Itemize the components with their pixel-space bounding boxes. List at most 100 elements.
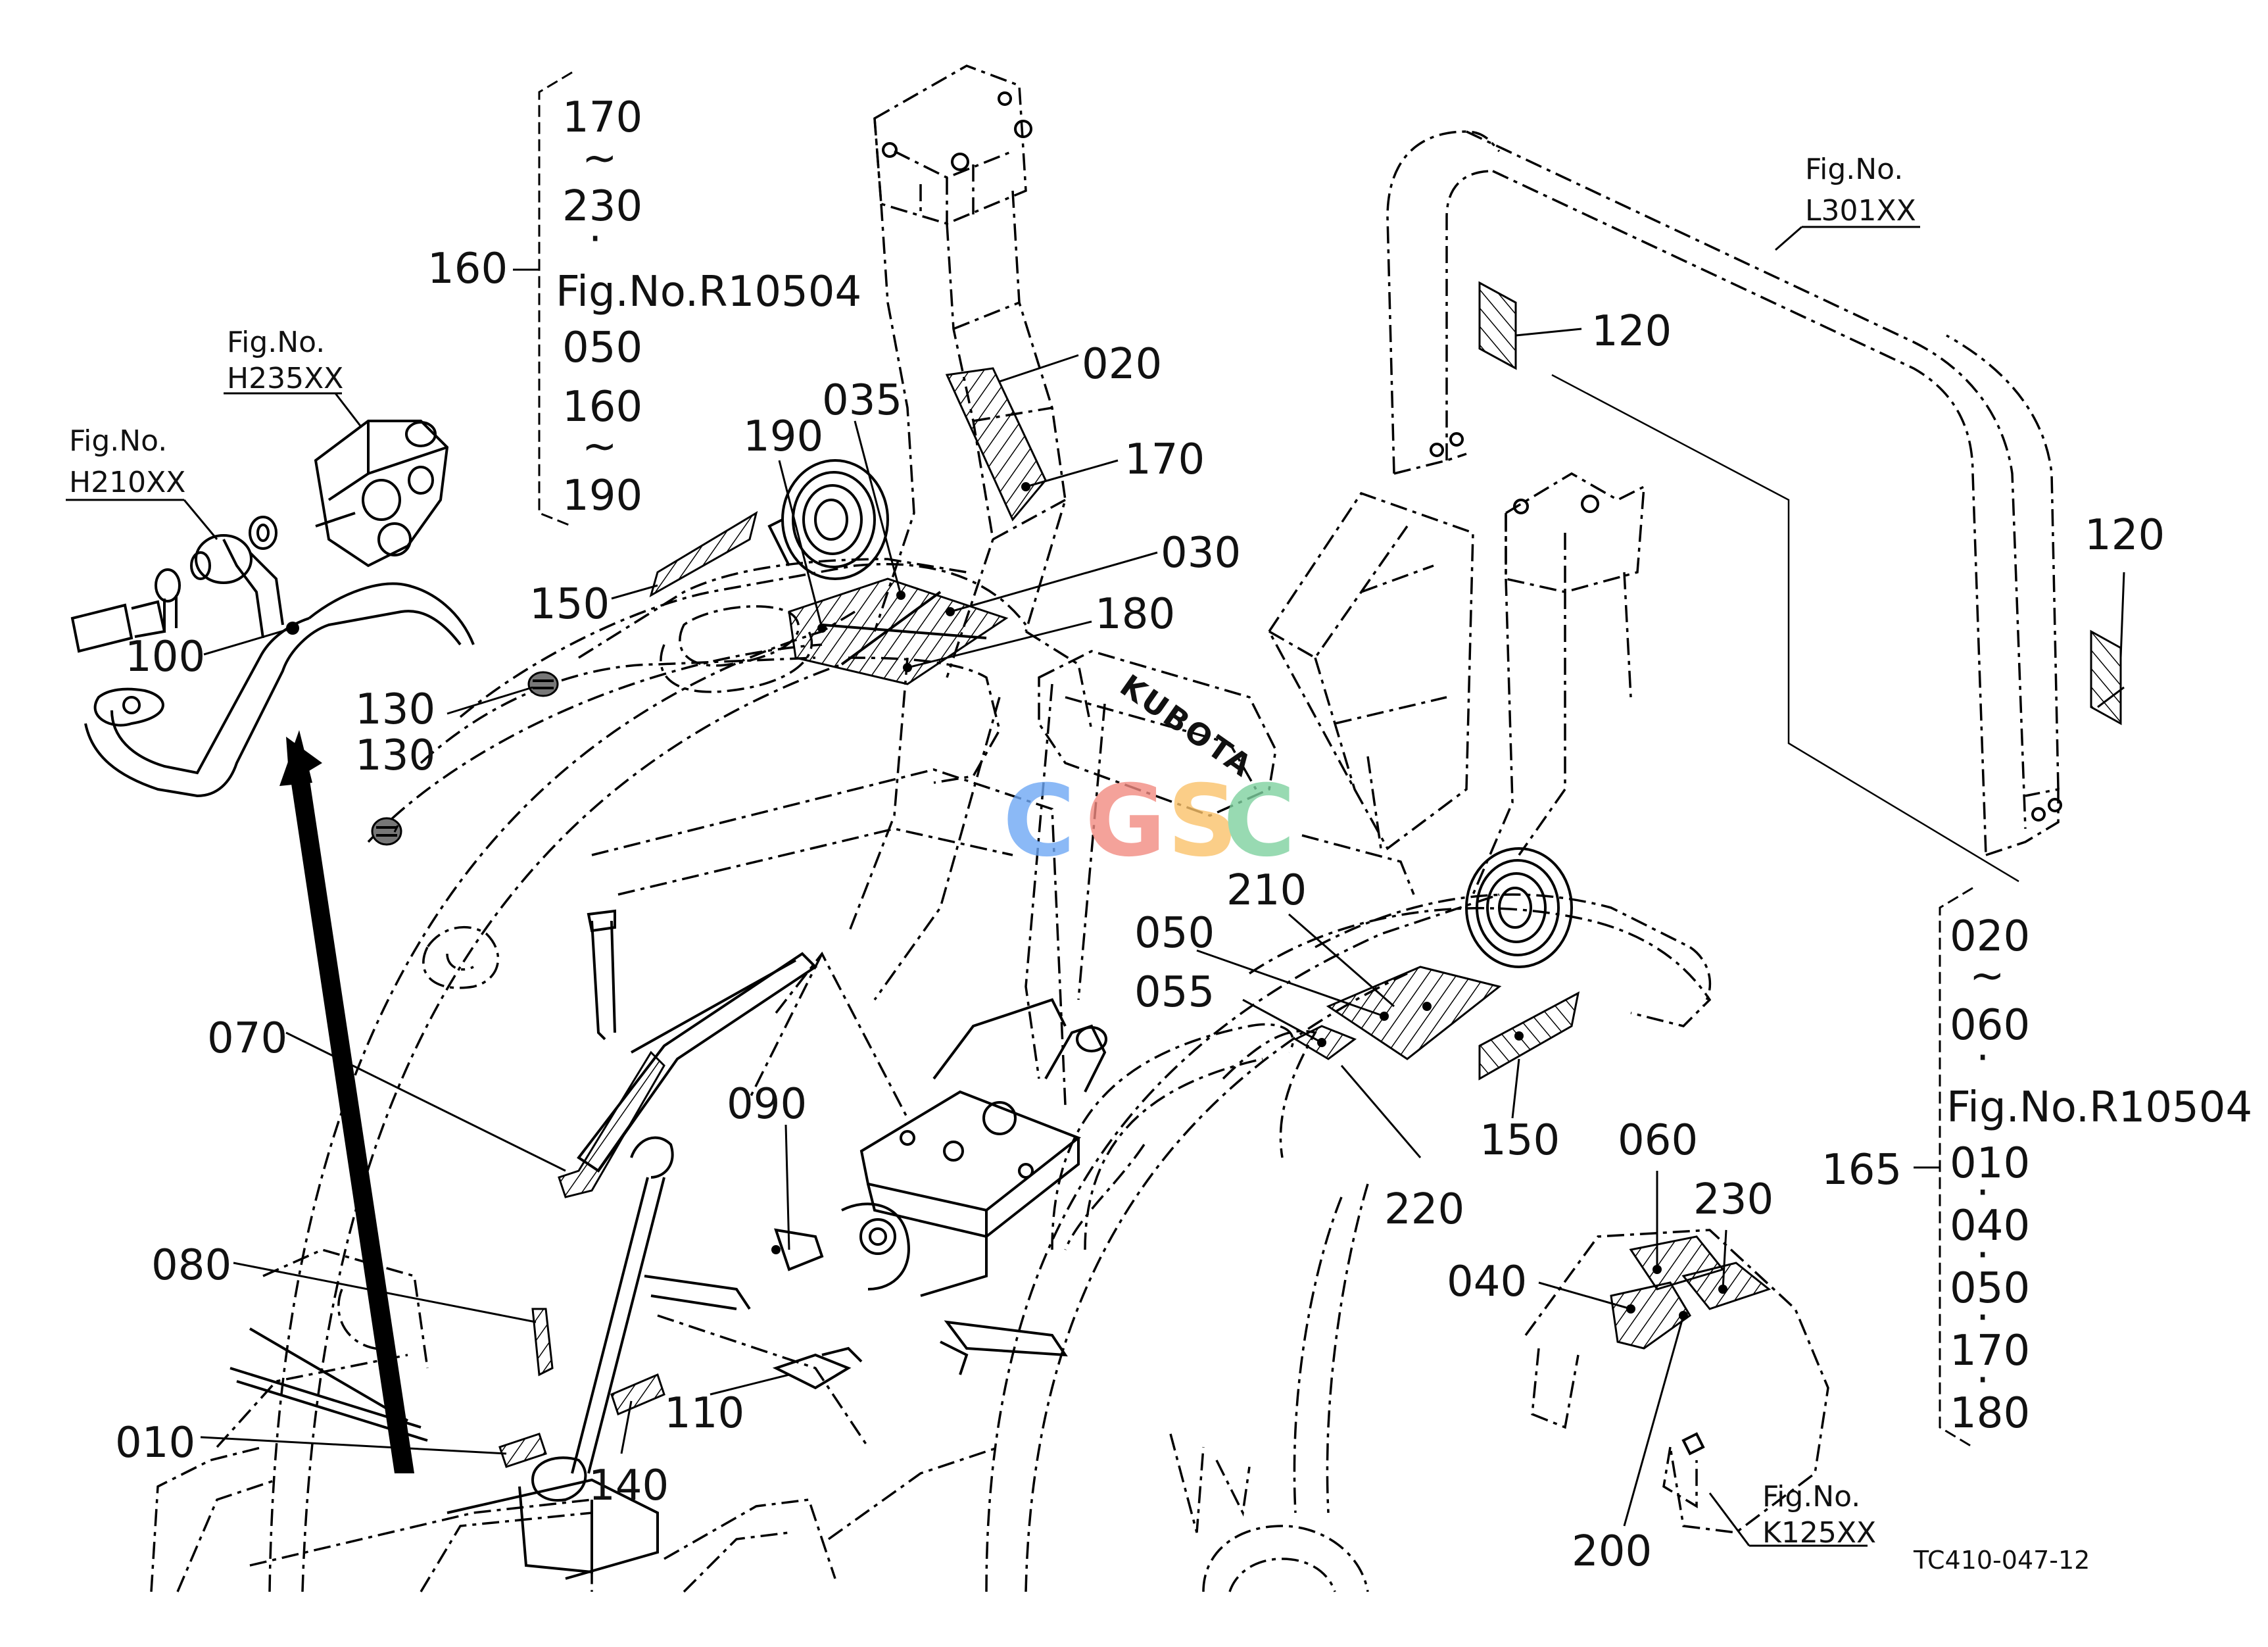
callout-070: 070 (207, 1014, 287, 1063)
rear-cover (1524, 1229, 1829, 1534)
callout-100: 100 (125, 633, 205, 681)
decal-050 (1326, 966, 1502, 1060)
watermark-letter-2: G (1085, 764, 1166, 879)
set-160-item-8: ~ (582, 422, 617, 471)
assembly-arrow (279, 730, 414, 1473)
fig-ref-underlines (66, 226, 1920, 540)
callout-190: 190 (743, 412, 823, 461)
fig-ref-l301-line1: Fig.No. (1805, 153, 1903, 186)
set-160-item-6: 050 (562, 324, 642, 372)
set-160-label: 160 (427, 245, 508, 293)
set-165-item-8: 040 (1950, 1202, 2030, 1250)
callout-130-lower: 130 (355, 731, 435, 780)
callout-230: 230 (1693, 1175, 1773, 1224)
set-160-item-4: · (589, 215, 602, 264)
decal-010 (498, 1433, 547, 1468)
set-165-item-7: · (1976, 1169, 1989, 1217)
callout-035: 035 (822, 376, 902, 425)
fig-ref-k125-line2: K125XX (1762, 1516, 1876, 1550)
set-165-item-5: Fig.No.R10504 (1946, 1083, 2252, 1132)
set-165-item-6: 010 (1950, 1139, 2030, 1188)
callout-labels: 020 035 190 170 030 180 150 100 130 130 … (115, 307, 2165, 1576)
plug-130-upper (527, 671, 559, 697)
leader-lines (200, 328, 2125, 1547)
callout-090: 090 (727, 1080, 807, 1129)
callout-210: 210 (1226, 866, 1307, 915)
fig-ref-l301-line2: L301XX (1805, 194, 1916, 228)
rops-right-post (1472, 472, 1645, 895)
decal-230 (1681, 1262, 1772, 1310)
decal-200 (1610, 1281, 1691, 1350)
watermark-letter-4: C (1223, 764, 1295, 879)
lamp-right (1465, 847, 1573, 968)
watermark-letter-3: S (1167, 764, 1238, 879)
set-160-item-7: 160 (562, 383, 642, 431)
callout-010: 010 (115, 1419, 195, 1467)
decal-020 (945, 367, 1047, 522)
set-165-item-11: · (1976, 1294, 1989, 1342)
set-160-item-9: 190 (562, 472, 642, 520)
set-165-item-12: 170 (1950, 1327, 2030, 1375)
callout-150-left: 150 (529, 580, 610, 629)
callout-080: 080 (151, 1241, 231, 1290)
decal-080 (531, 1308, 554, 1377)
set-165-item-2: ~ (1969, 952, 2005, 1000)
callout-120-left: 120 (1591, 307, 1672, 356)
rops-frame (1386, 130, 2062, 883)
fig-ref-h235: Fig.No. H235XX (227, 326, 343, 395)
set-165-label: 165 (1822, 1146, 1902, 1194)
callout-130-upper: 130 (355, 685, 435, 734)
callout-110: 110 (664, 1389, 744, 1438)
set-165-item-10: 050 (1950, 1264, 2030, 1313)
cgsc-watermark: C G S C (1003, 764, 1295, 879)
fig-ref-k125: Fig.No. K125XX (1762, 1480, 1876, 1550)
callout-120-right: 120 (2085, 511, 2165, 560)
set-165-item-3: 060 (1950, 1001, 2030, 1050)
set-165-bracket (1914, 887, 1973, 1448)
seat-assembly (1038, 491, 1474, 895)
callout-140: 140 (589, 1462, 669, 1510)
set-160-item-5: Fig.No.R10504 (556, 268, 861, 316)
decal-150-right (1478, 991, 1580, 1081)
set-165: 165 020 ~ 060 · Fig.No.R10504 010 · 040 … (1822, 912, 2252, 1438)
decals (286, 281, 2122, 1468)
callout-020: 020 (1082, 340, 1162, 389)
callout-030: 030 (1161, 529, 1241, 578)
callout-220: 220 (1384, 1185, 1464, 1234)
decal-120-right (2090, 629, 2122, 725)
fig-ref-h235-line2: H235XX (227, 362, 343, 395)
fig-ref-h235-line1: Fig.No. (227, 326, 325, 359)
plug-130-lower (371, 817, 402, 846)
decal-120-left (1478, 281, 1517, 370)
set-165-item-14: 180 (1950, 1389, 2030, 1438)
decal-140 (610, 1373, 665, 1416)
set-165-item-1: 020 (1950, 912, 2030, 961)
lamp-left (767, 459, 889, 580)
watermark-letter-1: C (1003, 764, 1075, 879)
set-160-bracket (513, 71, 573, 528)
control-levers (229, 909, 1107, 1580)
drawing-code: TC410-047-12 (1913, 1546, 2090, 1575)
fig-ref-h210-line2: H210XX (69, 466, 185, 499)
decal-070 (558, 1050, 665, 1198)
callout-200: 200 (1572, 1527, 1652, 1576)
callout-180: 180 (1095, 590, 1175, 639)
callout-170: 170 (1124, 435, 1205, 484)
set-160-item-2: ~ (582, 134, 617, 183)
set-165-item-9: · (1976, 1231, 1989, 1280)
set-160-item-1: 170 (562, 93, 642, 142)
fig-ref-k125-line1: Fig.No. (1762, 1480, 1860, 1513)
set-160: 160 170 ~ 230 · Fig.No.R10504 050 160 ~ … (427, 93, 861, 520)
callout-150-right: 150 (1480, 1116, 1560, 1165)
callout-060: 060 (1618, 1116, 1698, 1165)
callout-055: 055 (1134, 968, 1215, 1017)
callout-040: 040 (1447, 1258, 1527, 1306)
set-160-item-3: 230 (562, 182, 642, 231)
set-165-item-4: · (1976, 1034, 1989, 1083)
callout-050: 050 (1134, 909, 1215, 958)
set-165-item-13: · (1976, 1356, 1989, 1405)
fig-ref-h210-line1: Fig.No. (69, 424, 167, 458)
fig-ref-h210: Fig.No. H210XX (69, 424, 185, 499)
